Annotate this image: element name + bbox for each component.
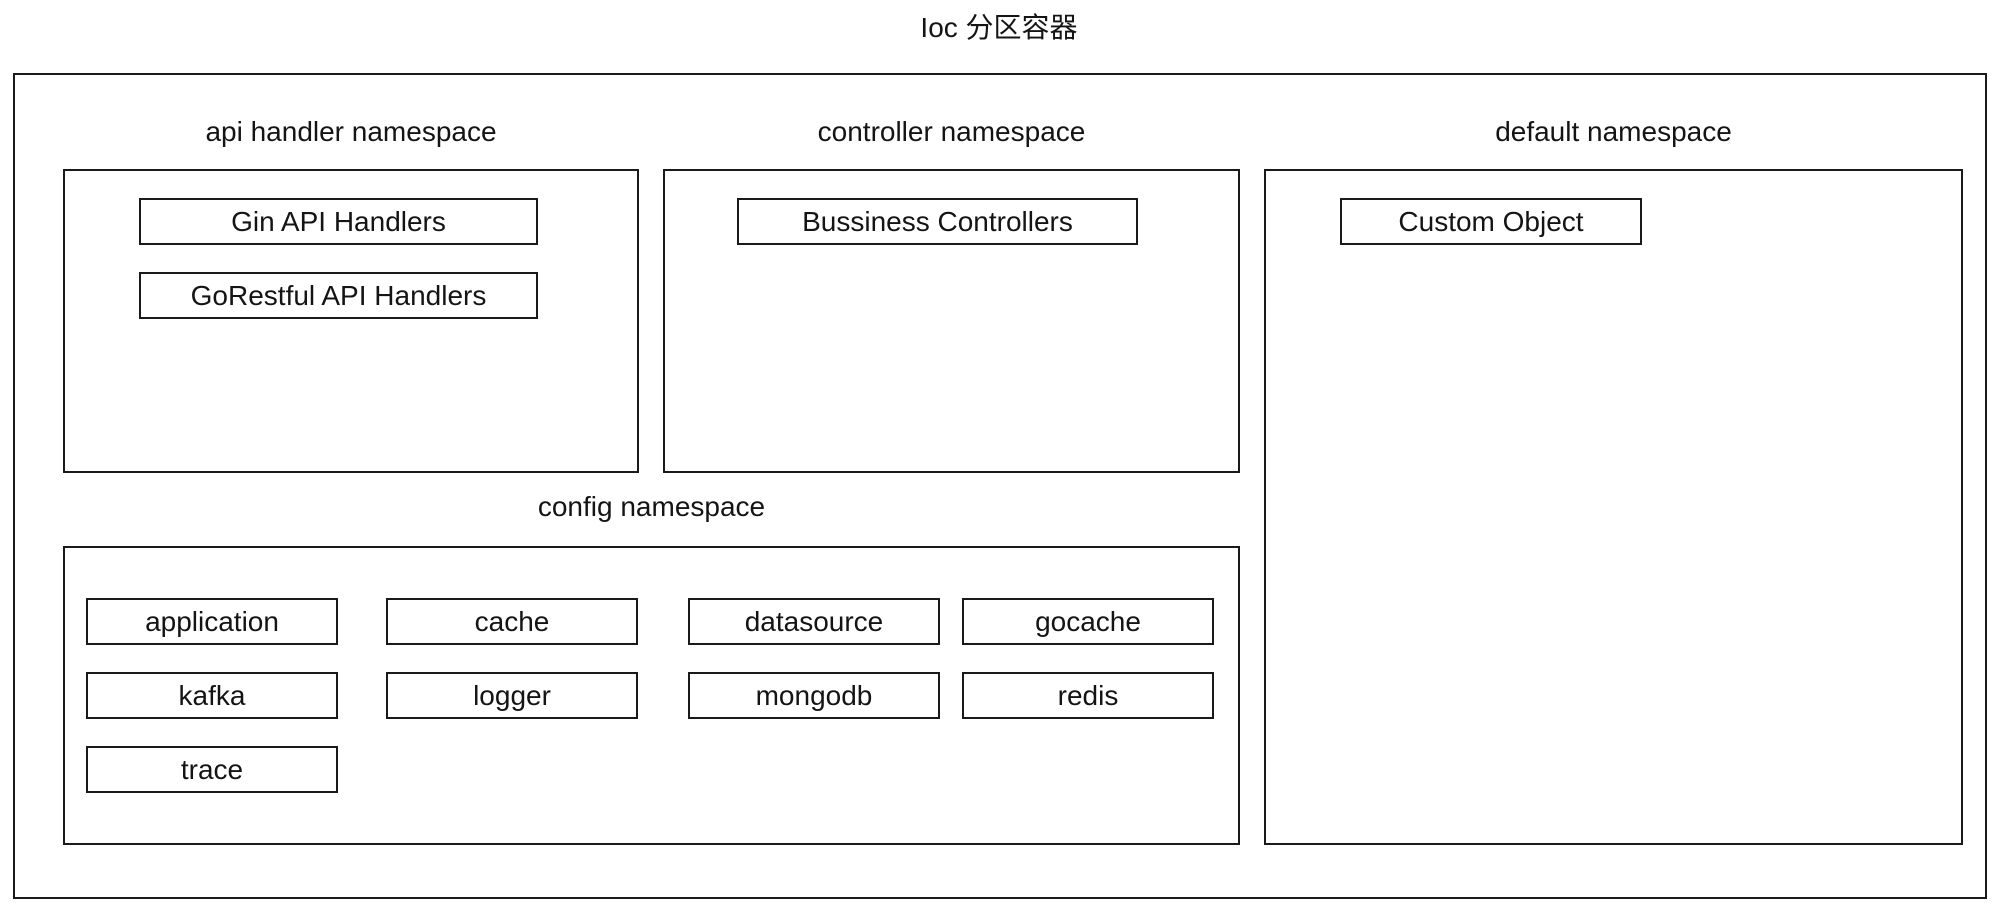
node-bussiness-controllers: Bussiness Controllers — [737, 198, 1138, 245]
namespace-label-api-handler: api handler namespace — [205, 116, 497, 147]
node-config-trace: trace — [86, 746, 338, 793]
node-config-gocache: gocache — [962, 598, 1214, 645]
namespace-box-default — [1264, 169, 1963, 845]
node-gorestful-api-handlers: GoRestful API Handlers — [139, 272, 538, 319]
node-gin-api-handlers: Gin API Handlers — [139, 198, 538, 245]
node-config-mongodb: mongodb — [688, 672, 940, 719]
node-config-logger: logger — [386, 672, 638, 719]
node-custom-object: Custom Object — [1340, 198, 1642, 245]
node-config-kafka: kafka — [86, 672, 338, 719]
namespace-label-controller: controller namespace — [817, 116, 1086, 147]
diagram-title: Ioc 分区容器 — [920, 12, 1078, 43]
node-config-cache: cache — [386, 598, 638, 645]
node-config-application: application — [86, 598, 338, 645]
namespace-label-config: config namespace — [537, 491, 766, 522]
node-config-redis: redis — [962, 672, 1214, 719]
node-config-datasource: datasource — [688, 598, 940, 645]
namespace-label-default: default namespace — [1495, 116, 1732, 147]
